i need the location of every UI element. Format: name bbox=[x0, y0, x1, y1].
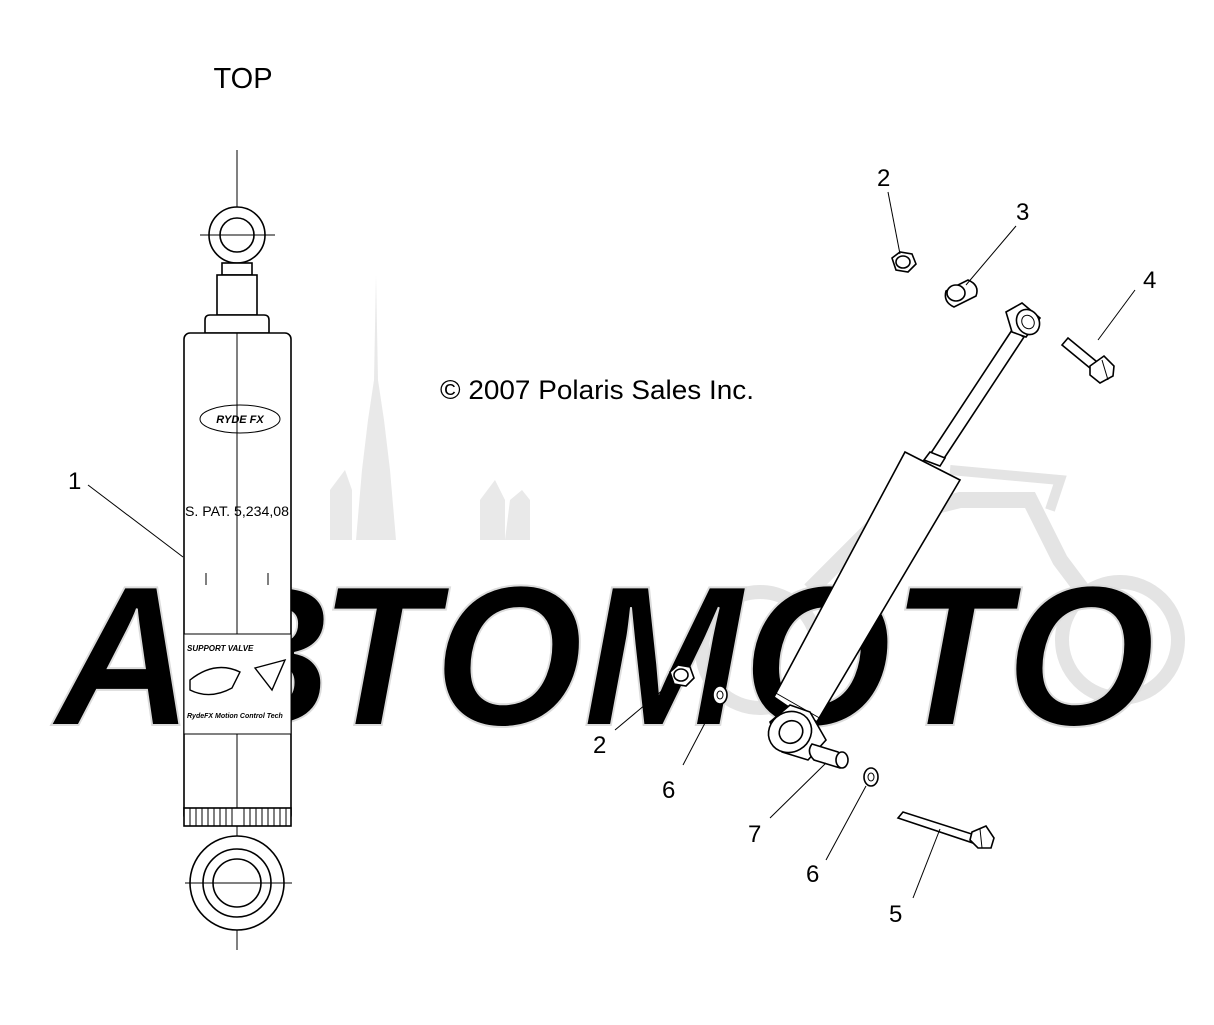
part-6-washer-right bbox=[863, 767, 879, 787]
part-7-sleeve bbox=[808, 743, 849, 769]
part-4-bolt bbox=[1060, 336, 1115, 384]
callout-2-upper: 2 bbox=[877, 165, 890, 192]
top-collar bbox=[204, 314, 270, 334]
part-6-washer-left bbox=[712, 685, 728, 705]
knurl-marks bbox=[189, 808, 287, 826]
callout-4: 4 bbox=[1143, 267, 1156, 294]
callout-leaders bbox=[87, 191, 1136, 899]
top-label: TOP bbox=[213, 63, 272, 95]
callout-1: 1 bbox=[68, 468, 81, 495]
decal-band bbox=[183, 633, 292, 735]
callout-2-lower: 2 bbox=[593, 732, 606, 759]
shock-shaft bbox=[927, 328, 1026, 465]
shock-assembly-front-view: RYDE FX S. PAT. 5,234,08 SUPPORT VALVE R… bbox=[183, 150, 292, 950]
brand-logo bbox=[199, 404, 281, 434]
callout-6-right: 6 bbox=[806, 861, 819, 888]
part-2-nut-lower bbox=[669, 664, 695, 687]
callout-5: 5 bbox=[889, 901, 902, 928]
part-3-spacer bbox=[944, 279, 978, 308]
patent-text: S. PAT. 5,234,08 bbox=[185, 503, 289, 519]
top-neck bbox=[221, 262, 253, 276]
copyright-text: © 2007 Polaris Sales Inc. bbox=[440, 375, 754, 405]
knurled-ring bbox=[183, 807, 292, 827]
band-bottom-text: RydeFX Motion Control Tech bbox=[187, 713, 283, 720]
callout-6-left: 6 bbox=[662, 777, 675, 804]
band-top-text: SUPPORT VALVE bbox=[187, 644, 254, 653]
callout-numbers: 1 2 3 4 2 6 7 6 5 bbox=[68, 165, 1156, 928]
callout-3: 3 bbox=[1016, 199, 1029, 226]
brand-text: RYDE FX bbox=[216, 414, 264, 426]
upper-eyelet bbox=[1005, 302, 1042, 338]
part-5-long-bolt bbox=[896, 811, 995, 849]
shock-assembly-exploded-view bbox=[669, 251, 1115, 849]
part-2-nut-upper bbox=[891, 251, 917, 273]
shaft-cap bbox=[216, 274, 258, 316]
callout-7: 7 bbox=[748, 821, 761, 848]
